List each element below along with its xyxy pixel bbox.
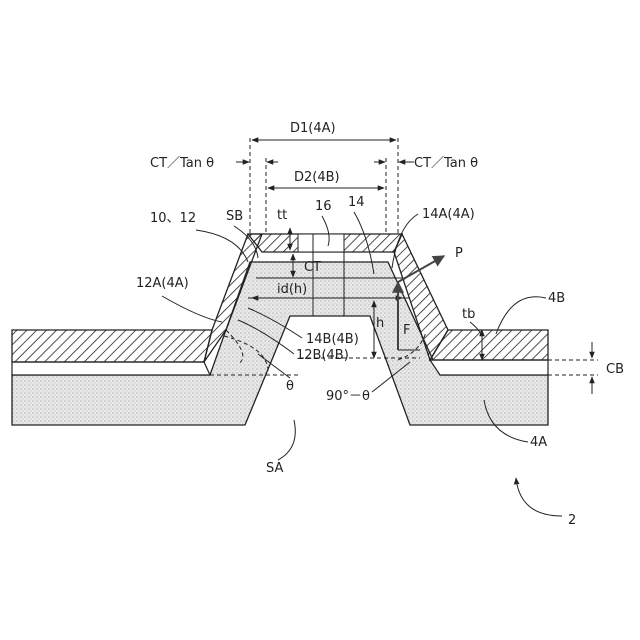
label-f: F (403, 323, 410, 338)
label-4a: 4A (530, 435, 547, 450)
label-p: P (455, 246, 463, 261)
label-14b: 14B(4B) (306, 332, 359, 347)
label-tt: tt (277, 208, 287, 223)
figure-reference: 2 (516, 478, 576, 528)
label-figure-ref: 2 (568, 513, 576, 528)
label-14a: 14A(4A) (422, 207, 475, 222)
label-12a: 12A(4A) (136, 276, 189, 291)
label-id-h: id(h) (277, 282, 307, 297)
label-d2: D2(4B) (294, 170, 340, 185)
label-sa: SA (266, 461, 283, 476)
label-4b: 4B (548, 291, 565, 306)
label-ct-tan-right: CT／Tan θ (414, 156, 478, 171)
label-theta: θ (286, 379, 294, 394)
label-12b: 12B(4B) (296, 348, 349, 363)
label-90-theta: 90°－θ (326, 389, 370, 404)
dimension-ct-tan: CT／Tan θ CT／Tan θ (150, 156, 478, 171)
label-14: 14 (348, 195, 365, 210)
cb-marker: CB (548, 342, 624, 394)
label-d1: D1(4A) (290, 121, 336, 136)
label-tb: tb (462, 307, 475, 322)
label-ct-tan-left: CT／Tan θ (150, 156, 214, 171)
label-cb: CB (606, 362, 624, 377)
label-ct: CT (304, 260, 321, 275)
label-16: 16 (315, 199, 332, 214)
label-h: h (376, 316, 384, 331)
label-10-12: 10、12 (150, 211, 196, 226)
label-sb: SB (226, 209, 243, 224)
